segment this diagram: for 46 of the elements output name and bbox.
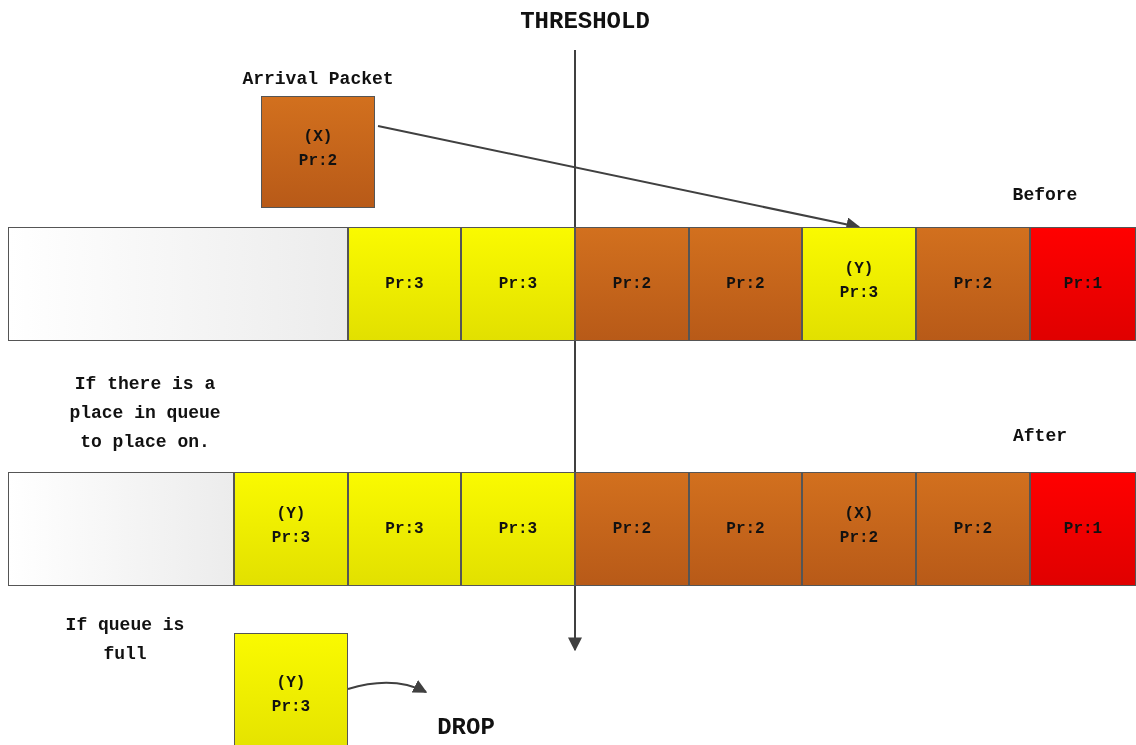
packet-label: (Y)	[276, 673, 306, 694]
packet-label: Pr:3	[271, 528, 311, 549]
packet-box	[802, 472, 916, 586]
packet-box	[1030, 227, 1136, 341]
row-label: Before	[1011, 184, 1079, 207]
note-text: If there is a place in queue to place on.	[68, 373, 222, 454]
packet-label: Pr:3	[839, 283, 879, 304]
packet-label: Pr:2	[953, 519, 993, 540]
row-label: After	[1012, 425, 1068, 448]
packet-box	[689, 227, 802, 341]
packet-label: Pr:1	[1063, 519, 1103, 540]
packet-label: Pr:2	[726, 519, 765, 540]
packet-box	[916, 472, 1030, 586]
packet-box	[1030, 472, 1136, 586]
packet-label: Pr:3	[271, 697, 311, 718]
packet-box	[461, 472, 575, 586]
packet-box	[802, 227, 916, 341]
packet-box	[689, 472, 802, 586]
packet-label: Pr:2	[953, 274, 993, 295]
packet-box	[234, 633, 348, 745]
packet-box	[916, 227, 1030, 341]
packet-box	[348, 227, 461, 341]
packet-label: (X)	[303, 127, 333, 148]
packet-label: (Y)	[276, 504, 306, 525]
box-heading: Arrival Packet	[241, 68, 395, 91]
packet-label: Pr:3	[385, 274, 424, 295]
packet-box	[461, 227, 575, 341]
packet-label: Pr:2	[726, 274, 765, 295]
packet-label: Pr:2	[612, 519, 652, 540]
packet-label: Pr:3	[498, 274, 538, 295]
packet-label: (Y)	[844, 259, 874, 280]
note-text: If queue is full	[64, 614, 186, 666]
packet-box	[348, 472, 461, 586]
drop-label: DROP	[420, 712, 512, 744]
packet-box	[234, 472, 348, 586]
packet-label: Pr:2	[612, 274, 652, 295]
arrow	[347, 680, 428, 693]
packet-label: Pr:2	[298, 151, 338, 172]
packet-box	[575, 227, 689, 341]
packet-label: (X)	[844, 504, 874, 525]
packet-label: Pr:3	[498, 519, 538, 540]
title: THRESHOLD	[520, 8, 650, 35]
packet-label: Pr:1	[1063, 274, 1103, 295]
packet-label: Pr:3	[385, 519, 424, 540]
packet-box	[575, 472, 689, 586]
packet-label: Pr:2	[839, 528, 879, 549]
